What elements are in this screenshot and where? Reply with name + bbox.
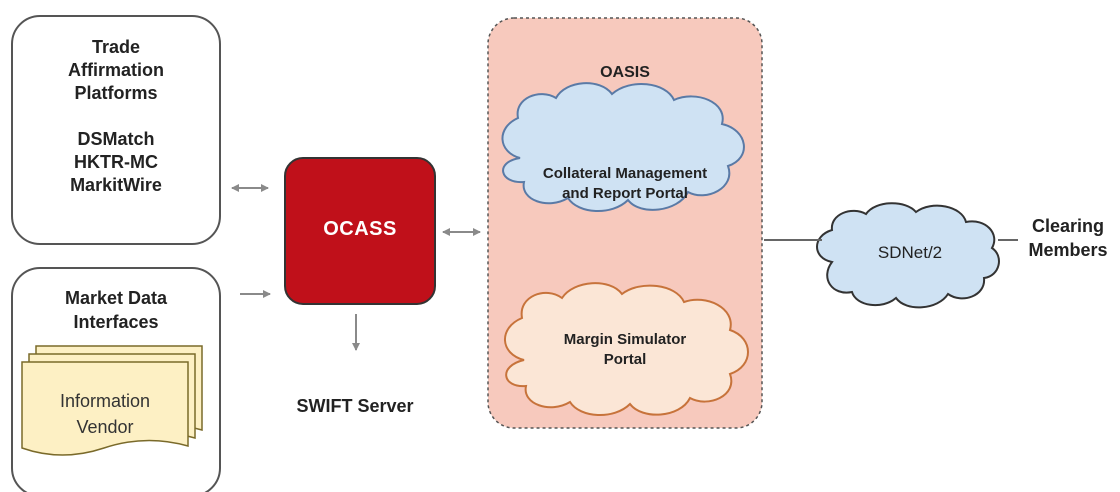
trade-title-line: Affirmation [68,60,164,80]
collateral-cloud [501,82,745,213]
clearing-line: Clearing [1031,216,1105,236]
trade-affirmation-label: Trade Affirmation Platforms DSMatch HKTR… [12,36,220,197]
platform-dsmatch: DSMatch [77,129,155,149]
vendor-line: Vendor [76,417,134,437]
oasis-title: OASIS [600,64,650,81]
collateral-line: and Report Portal [562,185,688,202]
sdnet-label: SDNet/2 [877,243,943,262]
ocass-label: OCASS [323,218,397,240]
ocass-box [284,157,436,305]
platform-hktr-mc: HKTR-MC [74,152,158,172]
margin-line: Portal [603,351,647,368]
sdnet-cloud [816,202,1000,309]
information-vendor-docs [21,345,203,456]
margin-line: Margin Simulator [563,331,687,348]
collateral-line: Collateral Management [542,165,708,182]
collateral-portal-label: Collateral Management and Report Portal [500,164,750,204]
platform-markitwire: MarkitWire [70,175,162,195]
clearing-line: Members [1028,240,1108,260]
market-data-label: Market Data Interfaces [12,286,220,334]
swift-server-label: SWIFT Server [296,396,414,416]
trade-affirmation-box [11,15,221,245]
market-title-line: Market Data [64,288,168,308]
margin-simulator-label: Margin Simulator Portal [500,330,750,370]
trade-title-line: Trade [91,37,141,57]
clearing-members-label: Clearing Members [1018,214,1118,262]
information-vendor-label: Information Vendor [22,388,188,440]
vendor-line: Information [59,391,151,411]
margin-simulator-cloud [504,282,749,417]
trade-title-line: Platforms [74,83,158,103]
market-title-line: Interfaces [73,312,159,332]
